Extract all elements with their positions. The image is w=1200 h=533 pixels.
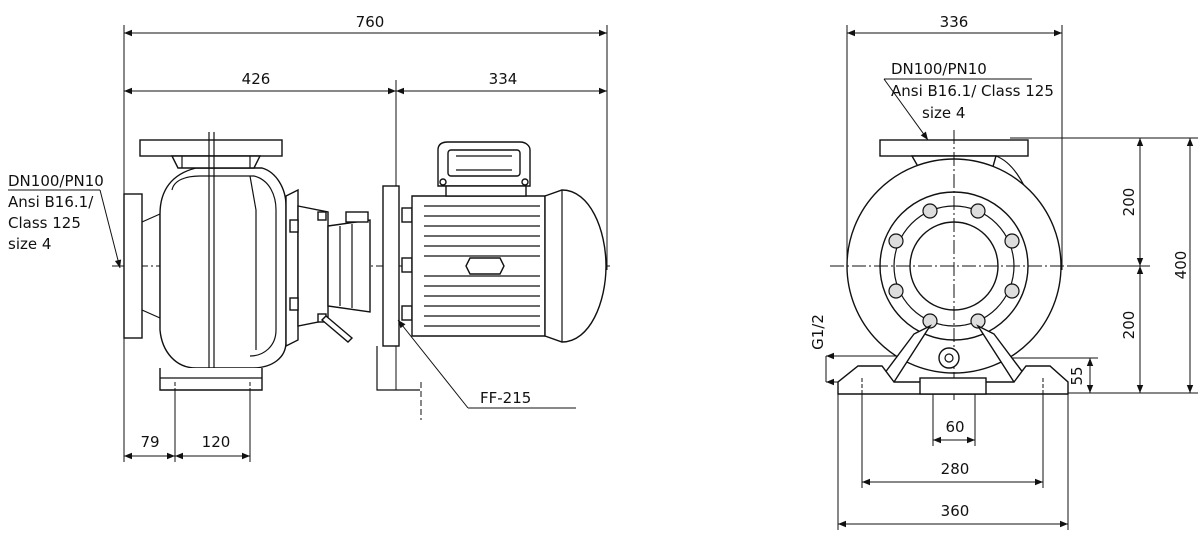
- dim-360: 360: [838, 502, 1068, 528]
- dim-360-text: 360: [941, 502, 970, 520]
- dim-426: 426: [124, 70, 396, 95]
- bearing-bolt-1: [289, 219, 299, 233]
- dim-760-text: 760: [356, 13, 385, 31]
- motor-flange: [382, 185, 400, 347]
- suction-flange-line1: DN100/PN10: [8, 172, 104, 190]
- motor-flange-bracket: [376, 346, 420, 391]
- volute-casing: [159, 167, 287, 369]
- bearing-housing: [297, 205, 329, 327]
- discharge-flange-line3: size 4: [922, 104, 965, 122]
- bearing-bracket: [285, 188, 299, 348]
- motor-flange-label: FF-215: [480, 389, 531, 407]
- dim-200-upper: 200: [1120, 138, 1144, 266]
- motor-flange-bolt-2: [401, 257, 413, 273]
- dim-200-lower: 200: [1120, 266, 1144, 393]
- dim-200-upper-text: 200: [1120, 188, 1138, 217]
- dim-79: 79: [124, 433, 175, 460]
- dim-55: 55: [1068, 358, 1094, 393]
- drain-label: G1/2: [809, 314, 827, 350]
- base-center-block: [919, 377, 987, 395]
- dim-55-text: 55: [1068, 366, 1086, 385]
- dim-120: 120: [175, 433, 250, 460]
- dim-760: 760: [124, 13, 607, 37]
- base-plate: [837, 365, 1069, 395]
- discharge-flange-side: [139, 139, 283, 157]
- drain-plug-inner: [944, 353, 954, 363]
- front-extension-lines: [837, 25, 1198, 530]
- suction-flange-line3: Class 125: [8, 214, 81, 232]
- terminal-box: [437, 141, 531, 197]
- dim-334-text: 334: [489, 70, 518, 88]
- dim-336: 336: [847, 13, 1062, 37]
- pump-foot: [159, 368, 263, 391]
- drain-plug: [938, 347, 960, 369]
- dim-120-text: 120: [202, 433, 231, 451]
- suction-flange: [123, 193, 143, 339]
- flange-bolts: [888, 203, 1020, 329]
- suction-flange-line2: Ansi B16.1/: [8, 193, 94, 211]
- suction-flange-line4: size 4: [8, 235, 51, 253]
- discharge-flange-line1: DN100/PN10: [891, 60, 987, 78]
- dim-336-text: 336: [940, 13, 969, 31]
- discharge-flange-line2: Ansi B16.1/ Class 125: [891, 82, 1054, 100]
- discharge-neck-side: [170, 155, 262, 169]
- front-view: 336 DN100/PN10 Ansi B16.1/ Class 125 siz…: [809, 13, 1198, 530]
- coupling-clamp: [320, 315, 354, 343]
- dim-280-text: 280: [941, 460, 970, 478]
- volute-bulge: [249, 175, 257, 350]
- dim-60-text: 60: [945, 418, 964, 436]
- drain-note: G1/2: [809, 314, 900, 386]
- motor-flange-bolt-1: [401, 207, 413, 223]
- coupling-top-key: [345, 211, 369, 223]
- dim-334: 334: [396, 70, 607, 95]
- dim-280: 280: [862, 460, 1043, 486]
- motor-fins: [424, 205, 540, 327]
- bearing-bolt-3: [317, 211, 327, 221]
- motor-flange-note: FF-215: [397, 319, 576, 409]
- fan-cover: [544, 189, 607, 343]
- coupling-guard: [327, 219, 371, 313]
- dim-79-text: 79: [140, 433, 159, 451]
- motor-lug: [465, 257, 505, 275]
- bearing-bolt-2: [289, 297, 299, 311]
- dim-426-text: 426: [242, 70, 271, 88]
- volute-inner-line: [171, 175, 277, 357]
- suction-flange-note: DN100/PN10 Ansi B16.1/ Class 125 size 4: [8, 172, 122, 269]
- discharge-flange-note: DN100/PN10 Ansi B16.1/ Class 125 size 4: [883, 60, 1054, 141]
- dim-400: 400: [1172, 138, 1194, 393]
- dim-60: 60: [933, 418, 975, 444]
- dim-200-lower-text: 200: [1120, 311, 1138, 340]
- dim-400-text: 400: [1172, 251, 1190, 280]
- side-view: 760 426 334 79 120 DN100/PN10 Ansi B16.1…: [8, 13, 612, 462]
- motor-flange-bolt-3: [401, 305, 413, 321]
